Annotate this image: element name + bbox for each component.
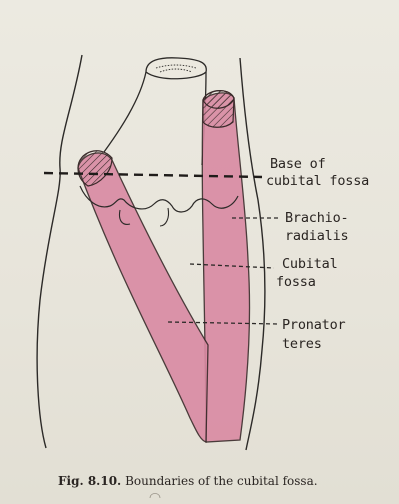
arm-outline-left — [37, 55, 82, 448]
label-base-of-fossa-line2: cubital fossa — [266, 173, 369, 189]
pronator-teres-muscle — [78, 153, 208, 442]
label-brachioradialis-line1: Brachio- — [285, 210, 348, 226]
label-cubital-fossa-line1: Cubital — [282, 256, 338, 272]
humerus-cut-end — [146, 58, 206, 79]
brachioradialis-muscle — [202, 93, 249, 442]
label-cubital-fossa-line2: fossa — [276, 274, 316, 290]
label-pronator-teres-line1: Pronator — [282, 317, 345, 333]
label-pronator-teres-line2: teres — [282, 336, 322, 352]
figure-caption: Fig. 8.10. Boundaries of the cubital fos… — [58, 474, 318, 488]
humerus-shaft — [104, 72, 206, 165]
figure-number: Fig. 8.10. — [58, 474, 121, 488]
label-base-of-fossa-line1: Base of — [270, 156, 326, 172]
figure-caption-text: Boundaries of the cubital fossa. — [125, 474, 317, 488]
label-brachioradialis-line2: radialis — [285, 228, 348, 244]
